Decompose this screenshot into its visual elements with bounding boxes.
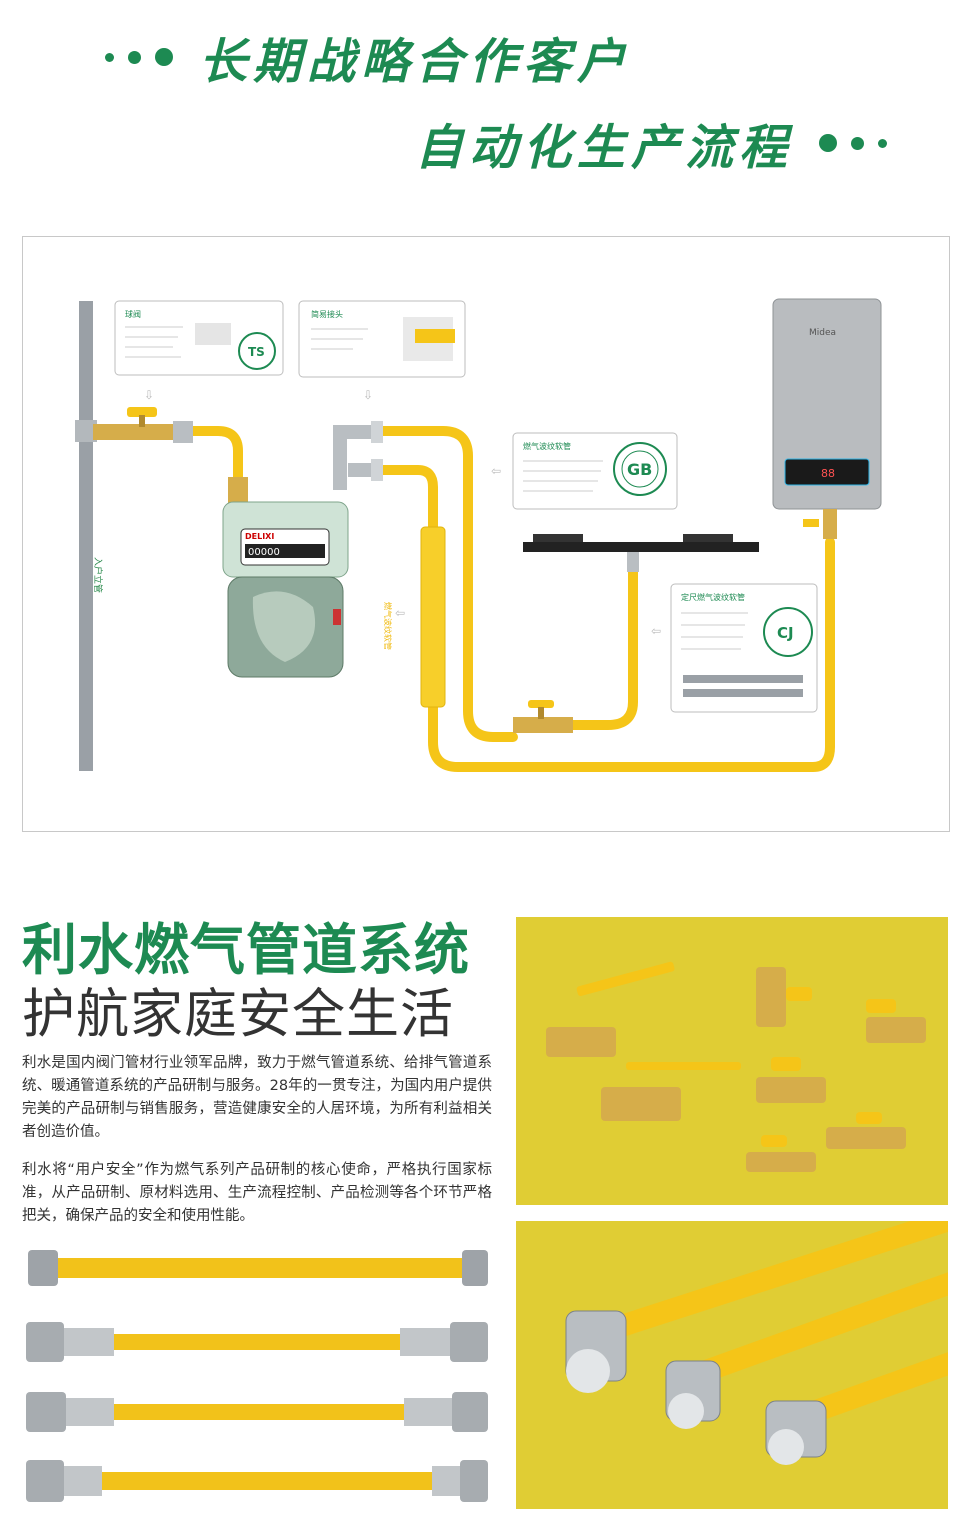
box-fixed-hose-title: 定尺燃气波纹软管: [681, 592, 745, 602]
hose-3: [26, 1392, 488, 1432]
svg-text:⇩: ⇩: [363, 388, 373, 402]
meter-reading: 00000: [248, 547, 280, 558]
hose-2: [26, 1322, 488, 1362]
standpipe: [79, 301, 93, 771]
brand-title: 利水燃气管道系统: [22, 918, 471, 982]
badge-ts: TS: [248, 345, 265, 359]
badge-gb: GB: [627, 460, 652, 479]
lower-ball-valve: [513, 700, 573, 733]
badge-cj: CJ: [777, 624, 794, 642]
dots-right: [819, 134, 888, 152]
box-quick-joint-title: 简易接头: [311, 309, 343, 319]
heater-display: 88: [821, 467, 835, 480]
svg-text:⇦: ⇦: [651, 624, 661, 638]
header-line-1: 长期战略合作客户: [105, 22, 631, 92]
header-title-1: 长期战略合作客户: [199, 34, 632, 90]
svg-text:⇩: ⇩: [144, 388, 154, 402]
box-gas-hose: 燃气波纹软管 GB: [512, 432, 678, 510]
dots-left: [105, 48, 173, 66]
hose-4: [26, 1460, 488, 1502]
gas-stove: [523, 534, 759, 572]
standpipe-label: 入户立管: [92, 557, 104, 593]
box-ball-valve: 球阀 TS: [114, 300, 284, 376]
arrows: ⇩ ⇩ ⇦ ⇦ ⇦: [144, 388, 661, 638]
valves-photo: [516, 917, 948, 1205]
box-gas-hose-title: 燃气波纹软管: [523, 441, 571, 451]
hose-products-image: [26, 1250, 488, 1502]
hose-1: [28, 1250, 488, 1286]
elbow-fittings: [333, 421, 383, 490]
box-ball-valve-title: 球阀: [125, 309, 141, 319]
yellow-hose-paths: [188, 426, 835, 772]
diagram-svg: 入户立管 燃气波纹软管 DELIXI 00000: [75, 298, 882, 772]
header-title-2: 自动化生产流程: [415, 120, 794, 176]
heater-brand: Midea: [809, 328, 836, 338]
meter-brand: DELIXI: [245, 532, 274, 541]
water-heater: Midea 88: [772, 298, 882, 539]
hoses-photo: [516, 1221, 948, 1509]
header-line-2: 自动化生产流程: [415, 108, 888, 178]
ball-valve: [93, 407, 193, 443]
brand-paragraph-2: 利水将“用户安全”作为燃气系列产品研制的核心使命，严格执行国家标准，从产品研制、…: [22, 1162, 492, 1224]
header: 长期战略合作客户 自动化生产流程: [0, 0, 958, 200]
valves-illustration: [546, 961, 926, 1172]
hose-label: 燃气波纹软管: [383, 602, 393, 650]
svg-text:⇦: ⇦: [491, 464, 501, 478]
brand-subtitle: 护航家庭安全生活: [22, 984, 454, 1045]
box-fixed-hose: 定尺燃气波纹软管 CJ: [670, 583, 818, 713]
corrugated-section: [420, 526, 446, 708]
hoses-photo-illustration: [565, 1221, 948, 1465]
svg-text:⇦: ⇦: [395, 606, 405, 620]
gas-system-diagram: 入户立管 燃气波纹软管 DELIXI 00000: [22, 236, 950, 832]
box-quick-joint: 简易接头: [298, 300, 466, 378]
brand-paragraph-1: 利水是国内阀门管材行业领军品牌，致力于燃气管道系统、给排气管道系统、暖通管道系统…: [22, 1055, 492, 1140]
gas-meter: DELIXI 00000: [222, 477, 349, 678]
